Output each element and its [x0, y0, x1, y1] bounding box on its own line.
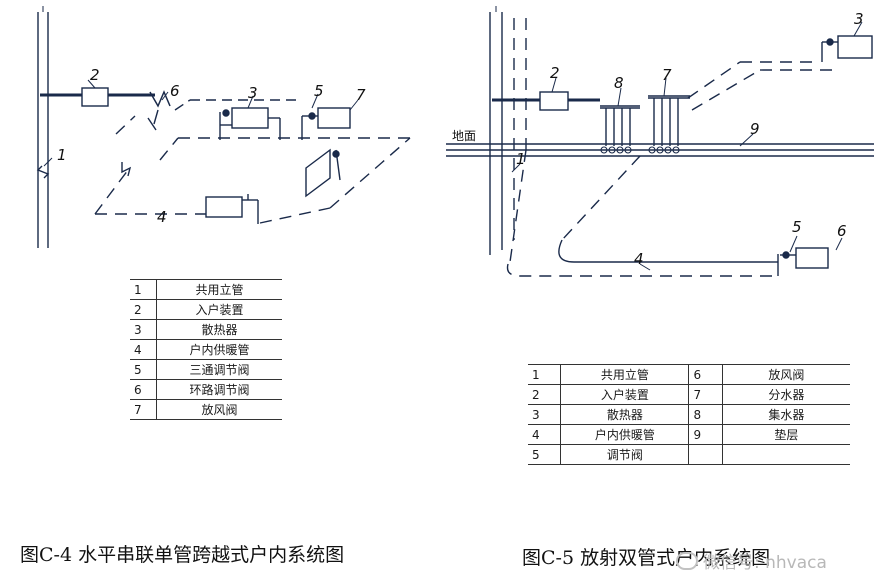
figure-caption-c4: 图C-4 水平串联单管跨越式户内系统图 [20, 544, 345, 566]
ground-label: 地面 [452, 129, 476, 143]
legend-num: 5 [528, 444, 562, 465]
legend-num: 5 [130, 359, 157, 380]
c4-label-4: 4 [157, 208, 167, 226]
c5-label-2: 2 [550, 64, 560, 82]
legend-num: 7 [130, 399, 157, 420]
legend-num: 1 [528, 364, 562, 385]
legend-name: 散热器 [560, 404, 690, 425]
legend-num: 3 [130, 319, 157, 340]
legend-table-c5: 1 共用立管 6 放风阀 2 入户装置 7 分水器 3 散热器 8 集水器 4 … [528, 364, 850, 465]
legend-name-2: 放风阀 [722, 364, 850, 385]
watermark-text: 微信号: nhvaca [703, 553, 827, 573]
c4-label-7: 7 [356, 86, 366, 104]
c5-label-7: 7 [662, 66, 672, 84]
legend-num: 2 [528, 384, 562, 405]
figure-caption-c5: 图C-5 放射双管式户内系统图 [522, 547, 771, 569]
legend-name-2: 垫层 [722, 424, 850, 445]
legend-num-2 [688, 444, 723, 465]
legend-name-2: 集水器 [722, 404, 850, 425]
legend-num: 4 [528, 424, 562, 445]
legend-row: 2 入户装置 7 分水器 [528, 384, 850, 405]
legend-num: 6 [130, 379, 157, 400]
c4-label-3: 3 [248, 84, 258, 102]
legend-name: 散热器 [156, 319, 282, 340]
legend-name: 共用立管 [156, 279, 282, 300]
fig-c4-drawing [36, 6, 411, 248]
legend-num: 3 [528, 404, 562, 425]
legend-name: 放风阀 [156, 399, 282, 420]
legend-num: 2 [130, 299, 157, 320]
legend-num-2: 6 [688, 364, 723, 385]
legend-name: 入户装置 [156, 299, 282, 320]
c4-label-2: 2 [90, 66, 100, 84]
legend-name-2 [722, 444, 850, 465]
c4-label-1: 1 [57, 146, 67, 164]
legend-name: 环路调节阀 [156, 379, 282, 400]
c5-label-9: 9 [750, 120, 760, 138]
legend-name: 户内供暖管 [560, 424, 690, 445]
c4-label-6: 6 [170, 82, 180, 100]
legend-row: 1 共用立管 6 放风阀 [528, 364, 850, 385]
legend-name-2: 分水器 [722, 384, 850, 405]
c5-label-4: 4 [634, 250, 644, 268]
fig-c5-drawing [446, 6, 874, 277]
legend-name: 户内供暖管 [156, 339, 282, 360]
legend-name: 三通调节阀 [156, 359, 282, 380]
c5-label-6: 6 [837, 222, 847, 240]
legend-row: 3 散热器 8 集水器 [528, 404, 850, 425]
c4-label-5: 5 [314, 82, 324, 100]
c5-label-5: 5 [792, 218, 802, 236]
legend-num: 1 [130, 279, 157, 300]
watermark: 微信号: nhvaca [676, 548, 827, 573]
legend-row: 4 户内供暖管 9 垫层 [528, 424, 850, 445]
legend-num-2: 8 [688, 404, 723, 425]
chat-bubble-icon [676, 552, 698, 570]
legend-num-2: 7 [688, 384, 723, 405]
legend-num-2: 9 [688, 424, 723, 445]
legend-name: 调节阀 [560, 444, 690, 465]
legend-name: 共用立管 [560, 364, 690, 385]
legend-row: 5 调节阀 [528, 444, 850, 465]
c5-label-8: 8 [614, 74, 624, 92]
legend-num: 4 [130, 339, 157, 360]
c5-label-3: 3 [854, 10, 864, 28]
legend-name: 入户装置 [560, 384, 690, 405]
c5-label-1: 1 [516, 150, 526, 168]
